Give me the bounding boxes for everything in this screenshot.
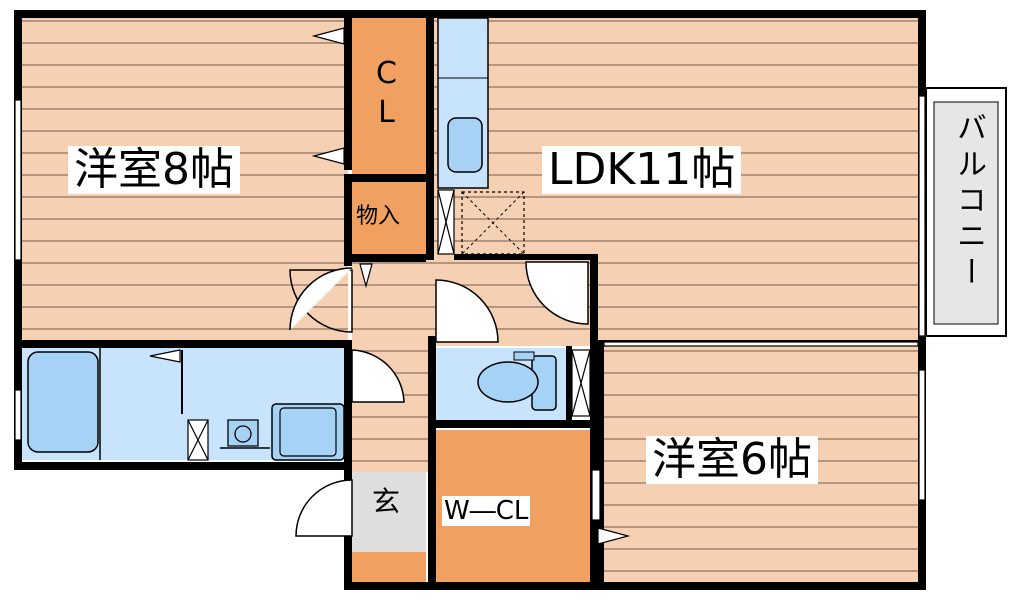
walkin-closet-label: W―CL [442, 496, 531, 526]
western-8-label: 洋室8帖 [68, 146, 240, 194]
storage-label: 物入 [356, 204, 401, 229]
toilet-bowl-icon [477, 361, 539, 403]
entrance-floor [352, 472, 426, 552]
entrance-label: 玄 [372, 485, 401, 518]
bathtub-icon [27, 351, 99, 453]
western-6-label: 洋室6帖 [646, 436, 818, 484]
closet-door-markers [149, 27, 631, 545]
balcony-label: バルコニー [951, 112, 986, 292]
closet-cl-floor [352, 14, 430, 174]
pipe-shaft [187, 189, 591, 461]
doors [289, 261, 589, 537]
washbasin-icon [227, 419, 259, 447]
fridge-space [461, 191, 525, 255]
closet-cl-label: C L [376, 56, 397, 130]
storage-floor [352, 182, 430, 258]
sink-icon [447, 117, 483, 173]
windows [14, 95, 926, 501]
ldk-label: LDK11帖 [542, 146, 742, 194]
entrance-floor-lower [352, 552, 426, 586]
